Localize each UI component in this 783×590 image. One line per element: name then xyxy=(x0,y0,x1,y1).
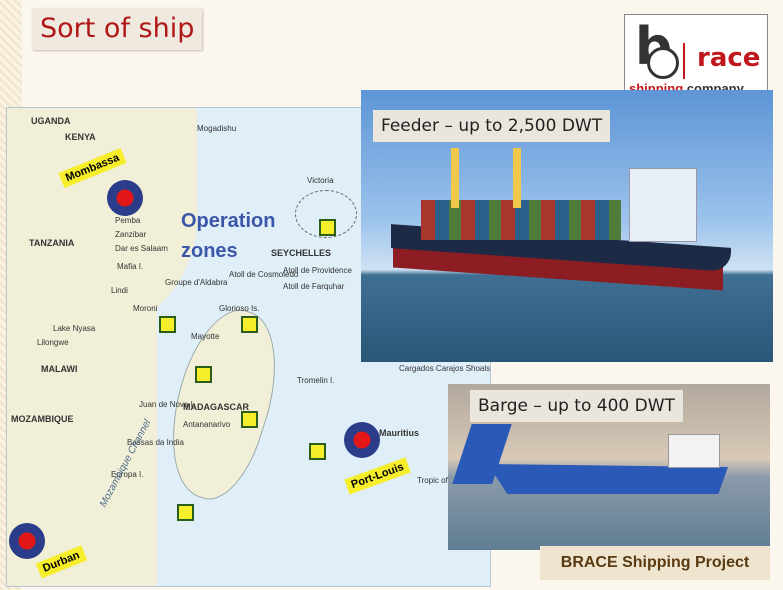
map-label-tromelin: Tromelin I. xyxy=(297,376,335,385)
map-label-victoria: Victoria xyxy=(307,176,334,185)
map-label-mogadishu: Mogadishu xyxy=(197,124,237,133)
barge-cabin xyxy=(668,434,720,468)
operation-marker xyxy=(309,443,326,460)
map-label-kenya: KENYA xyxy=(65,132,96,142)
port-marker-durban xyxy=(9,523,45,559)
map-label-cargados: Cargados Carajos Shoals xyxy=(399,364,491,373)
map-label-bassas-da-india: Bassas da India xyxy=(127,438,184,447)
ship-bridge xyxy=(629,168,697,242)
operation-zone-line2: zones xyxy=(181,240,238,262)
map-label-tanzania: TANZANIA xyxy=(29,238,75,248)
title-box: Sort of ship xyxy=(32,8,202,50)
logo-divider xyxy=(683,43,685,79)
map-label-europa: Europa I. xyxy=(111,470,144,479)
operation-marker xyxy=(241,411,258,428)
operation-marker xyxy=(241,316,258,333)
map-label-antananarivo: Antananarivo xyxy=(183,420,231,429)
map-label-zanzibar: Zanzibar xyxy=(115,230,147,239)
barge-hull xyxy=(488,464,728,494)
operation-marker xyxy=(195,366,212,383)
map-label-moroni: Moroni xyxy=(133,304,158,313)
operation-map: UGANDA KENYA TANZANIA MALAWI MOZAMBIQUE … xyxy=(6,107,491,587)
operation-marker xyxy=(319,219,336,236)
map-label-uganda: UGANDA xyxy=(31,116,71,126)
project-label: BRACE Shipping Project xyxy=(540,546,770,580)
slide-title: Sort of ship xyxy=(40,13,195,44)
map-label-glorioso: Glorioso Is. xyxy=(219,304,260,313)
map-label-mafia: Mafia I. xyxy=(117,262,144,271)
map-label-madagascar: MADAGASCAR xyxy=(183,402,249,412)
map-label-cosmoledo: Atoll de Cosmoledo xyxy=(229,270,299,279)
map-label-lilongwe: Lilongwe xyxy=(37,338,69,347)
operation-marker xyxy=(159,316,176,333)
operation-marker xyxy=(177,504,194,521)
operation-zone-line1: Operation xyxy=(181,210,276,232)
map-label-mayotte: Mayotte xyxy=(191,332,220,341)
seychelles-zone-outline xyxy=(295,190,357,238)
map-label-dar-es-salaam: Dar es Salaam xyxy=(115,244,168,253)
port-marker-port-louis xyxy=(344,422,380,458)
map-label-mauritius: Mauritius xyxy=(379,428,420,438)
port-marker-mombassa xyxy=(107,180,143,216)
map-label-farquhar: Atoll de Farquhar xyxy=(283,282,345,291)
map-label-malawi: MALAWI xyxy=(41,364,78,374)
map-label-providence: Atoll de Providence xyxy=(283,266,352,275)
map-label-juan-de-nova: Juan de Nova I. xyxy=(139,400,196,409)
map-label-lindi: Lindi xyxy=(111,286,128,295)
brace-logo: b race shipping company xyxy=(624,14,768,104)
barge-caption: Barge – up to 400 DWT xyxy=(470,390,683,422)
port-label-port-louis: Port-Louis xyxy=(344,457,411,495)
feeder-ship-photo: Feeder – up to 2,500 DWT xyxy=(361,90,773,362)
map-label-pemba: Pemba xyxy=(115,216,141,225)
map-label-seychelles: SEYCHELLES xyxy=(271,248,332,258)
map-label-lake-nyasa: Lake Nyasa xyxy=(53,324,96,333)
crane xyxy=(513,148,521,208)
operation-zone-label: Operation zones xyxy=(181,206,275,266)
barge-ship-photo: Barge – up to 400 DWT xyxy=(448,384,770,550)
ship-wheel-icon xyxy=(647,47,679,79)
logo-letters-race: race xyxy=(697,43,761,73)
crane xyxy=(451,148,459,208)
feeder-caption: Feeder – up to 2,500 DWT xyxy=(373,110,611,142)
map-label-mozambique: MOZAMBIQUE xyxy=(11,414,74,424)
map-label-aldabra: Groupe d'Aldabra xyxy=(165,278,228,287)
